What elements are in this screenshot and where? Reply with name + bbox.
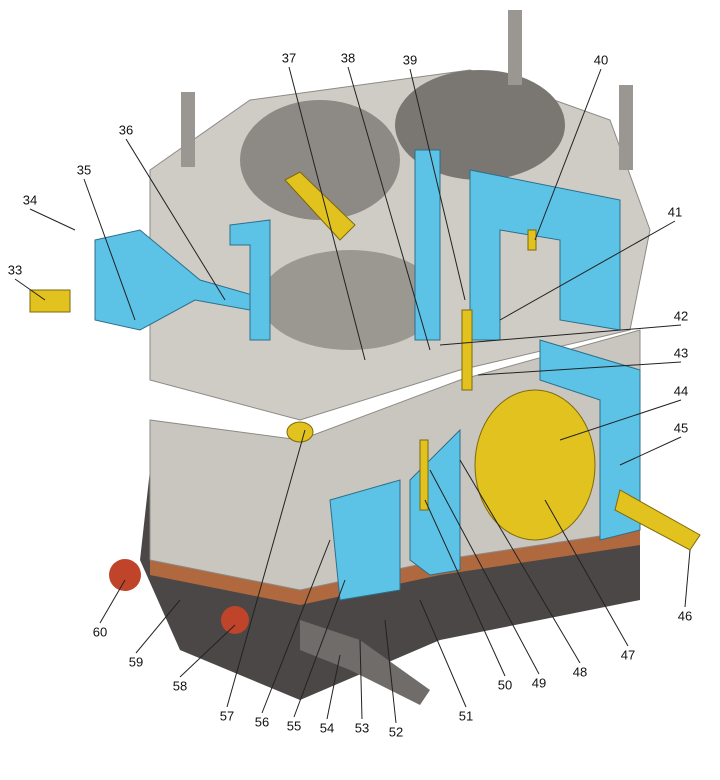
callout-label-59: 59 — [128, 654, 144, 670]
leader-line-41 — [499, 220, 676, 321]
callout-label-39: 39 — [402, 52, 418, 68]
callout-label-54: 54 — [319, 720, 335, 736]
leader-line-37 — [288, 66, 366, 361]
leader-line-57 — [226, 429, 306, 708]
callout-label-42: 42 — [673, 308, 689, 324]
throttle-lever — [300, 620, 430, 705]
brass-parts — [29, 171, 701, 551]
callout-label-49: 49 — [531, 675, 547, 691]
plug — [109, 559, 141, 591]
leader-line-53 — [359, 639, 363, 720]
leader-line-59 — [135, 599, 181, 654]
leader-lines — [14, 66, 691, 724]
leader-line-60 — [99, 579, 126, 624]
leader-line-48 — [459, 459, 581, 664]
leader-line-46 — [684, 549, 691, 608]
stud — [619, 85, 633, 170]
callout-label-47: 47 — [620, 647, 636, 663]
callout-label-53: 53 — [354, 720, 370, 736]
leader-line-43 — [477, 361, 682, 376]
leader-line-56 — [261, 539, 331, 714]
leader-line-51 — [419, 599, 467, 708]
callout-label-50: 50 — [497, 677, 513, 693]
callout-label-51: 51 — [458, 708, 474, 724]
leader-line-54 — [326, 654, 341, 720]
leader-line-42 — [439, 324, 682, 346]
callout-label-37: 37 — [281, 50, 297, 66]
plug — [221, 606, 249, 634]
callout-label-52: 52 — [388, 724, 404, 740]
callout-label-44: 44 — [673, 383, 689, 399]
stud — [181, 92, 195, 167]
callout-label-48: 48 — [572, 664, 588, 680]
callout-label-35: 35 — [76, 162, 92, 178]
leader-line-45 — [619, 436, 682, 466]
callout-label-34: 34 — [22, 192, 38, 208]
leader-line-38 — [347, 66, 431, 351]
callout-label-38: 38 — [340, 50, 356, 66]
callout-label-57: 57 — [219, 708, 235, 724]
callout-label-55: 55 — [286, 718, 302, 734]
leader-line-40 — [534, 68, 602, 241]
leader-line-50 — [424, 499, 506, 677]
callout-label-56: 56 — [254, 714, 270, 730]
leader-line-33 — [14, 278, 46, 301]
callout-label-43: 43 — [673, 345, 689, 361]
leader-line-44 — [559, 399, 682, 441]
callout-label-40: 40 — [593, 52, 609, 68]
lower-bore — [260, 250, 440, 350]
callout-label-36: 36 — [118, 122, 134, 138]
callout-label-58: 58 — [172, 678, 188, 694]
leader-line-39 — [409, 68, 466, 301]
leader-line-35 — [83, 178, 136, 321]
fuel-air-channels — [94, 149, 641, 601]
primary-bore — [240, 100, 400, 220]
callout-label-41: 41 — [667, 204, 683, 220]
leader-line-58 — [179, 624, 236, 678]
callout-label-33: 33 — [7, 262, 23, 278]
leader-line-52 — [384, 619, 397, 724]
leader-line-36 — [125, 138, 226, 301]
callout-label-60: 60 — [92, 624, 108, 640]
stud — [508, 10, 522, 85]
leader-line-49 — [429, 469, 540, 675]
callout-label-45: 45 — [673, 420, 689, 436]
leader-line-55 — [293, 579, 346, 718]
leader-line-47 — [544, 499, 629, 647]
leader-line-34 — [29, 208, 76, 231]
callout-label-46: 46 — [677, 608, 693, 624]
